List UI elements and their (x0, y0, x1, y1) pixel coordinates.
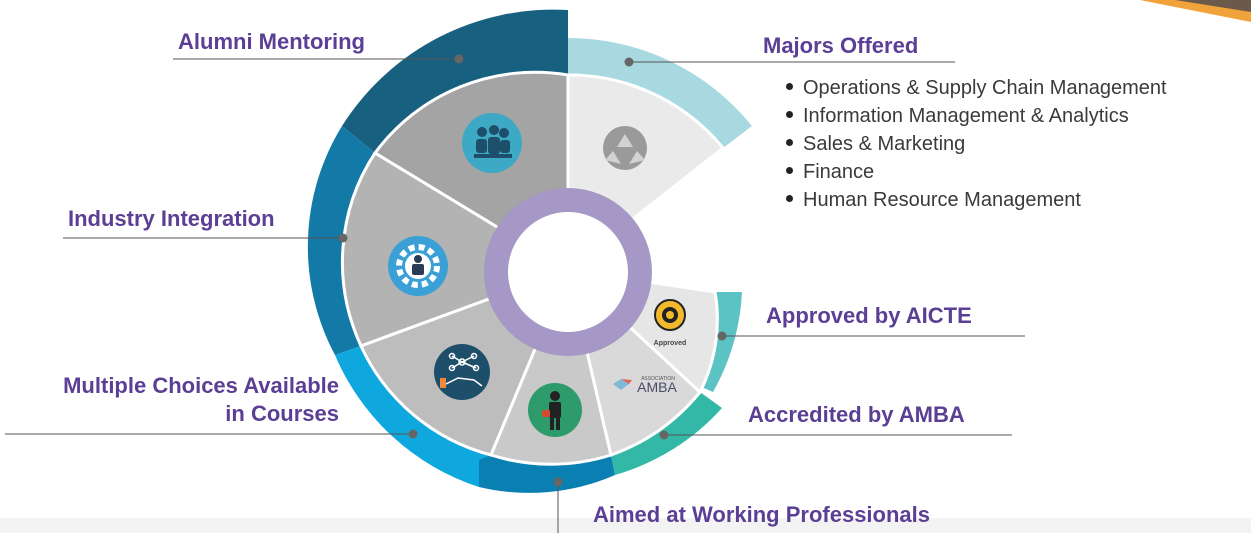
people-group-icon (462, 113, 522, 173)
label-working-professionals: Aimed at Working Professionals (593, 502, 931, 527)
label-industry-integration: Industry Integration (68, 206, 275, 231)
wedge-industry (340, 150, 572, 348)
gear-person-icon (388, 236, 448, 296)
ring-segment-alumni (342, 9, 568, 154)
ring-segment-majors (568, 37, 752, 148)
bullet-icon (786, 139, 793, 147)
bottom-band (0, 518, 1251, 533)
corner-decoration (1140, 0, 1251, 22)
ring-segment-choices (335, 346, 491, 487)
connector-dots (338, 54, 727, 487)
amba-logo-icon (613, 379, 632, 390)
amba-badge-main: AMBA (637, 379, 677, 395)
majors-list-item: Operations & Supply Chain Management (786, 74, 1167, 102)
label-approved-aicte: Approved by AICTE (766, 303, 972, 328)
bullet-icon (786, 111, 793, 119)
majors-list-item: Human Resource Management (786, 186, 1167, 214)
majors-list-item: Information Management & Analytics (786, 102, 1167, 130)
label-multiple-choices-line1: Multiple Choices Available (63, 373, 339, 398)
bullet-icon (786, 167, 793, 175)
majors-list-item: Finance (786, 158, 1167, 186)
majors-list-item: Sales & Marketing (786, 130, 1167, 158)
recycle-icon (603, 126, 647, 170)
network-hand-icon (434, 344, 490, 400)
label-accredited-amba: Accredited by AMBA (748, 402, 965, 427)
label-alumni-mentoring: Alumni Mentoring (178, 29, 365, 54)
amba-badge-top: ASSOCIATION (641, 376, 675, 382)
businessman-icon (528, 383, 582, 437)
bullet-icon (786, 83, 793, 91)
label-multiple-choices-line2: in Courses (225, 401, 339, 426)
aicte-seal-icon (654, 299, 686, 331)
center-ring (484, 188, 652, 356)
connector-lines (5, 58, 1025, 533)
ring-segment-working (479, 455, 615, 493)
aicte-badge-text: Approved (654, 340, 687, 347)
label-majors-offered: Majors Offered (763, 33, 919, 58)
bullet-icon (786, 195, 793, 203)
majors-list: Operations & Supply Chain Management Inf… (786, 74, 1167, 214)
